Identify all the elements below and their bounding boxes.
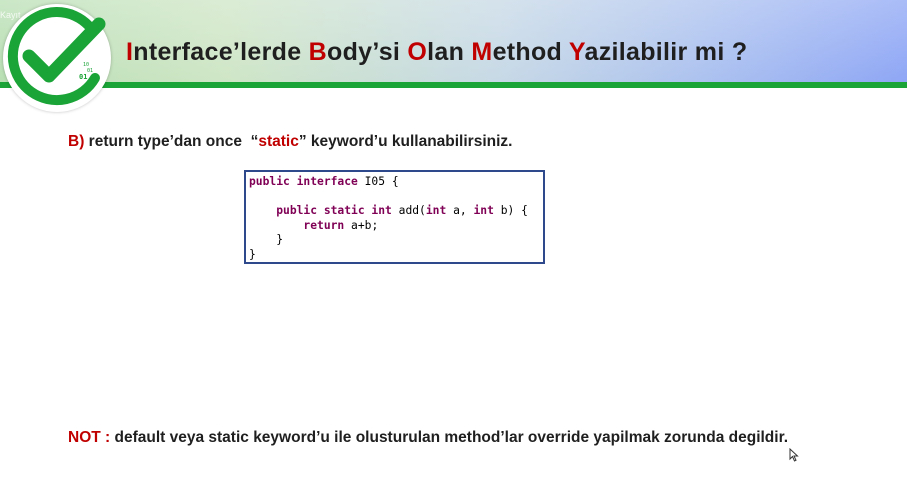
title-part: ody’si: [327, 38, 408, 66]
corner-text: Kayıt: [0, 10, 21, 20]
code-text: I05 {: [357, 175, 399, 188]
code-text: add(: [391, 204, 426, 218]
title-part: azilabilir mi ?: [584, 38, 748, 66]
title-part: nterface’lerde: [133, 38, 309, 66]
logo-main-text: 01: [79, 73, 87, 81]
code-keyword: public static int: [276, 204, 392, 218]
code-text: a,: [446, 204, 474, 218]
logo: 10 01 01: [3, 4, 111, 112]
page-title: Interface’lerde Body’si Olan Method Yazi…: [126, 38, 747, 67]
logo-small-text-2: 01: [87, 68, 93, 74]
code-text: }: [276, 233, 284, 247]
code-keyword: return: [303, 218, 345, 232]
code-text: b) {: [493, 204, 528, 218]
note-body: default veya static keyword’u ile olustu…: [110, 429, 789, 446]
title-part: M: [471, 38, 493, 66]
code-keyword: public interface: [249, 175, 358, 188]
title-part: O: [407, 38, 428, 66]
title-part: ethod: [492, 38, 569, 66]
option-text-pre: return type’dan once “: [84, 133, 259, 150]
code-text: a+b;: [344, 218, 379, 232]
title-part: I: [126, 38, 134, 66]
option-keyword: static: [258, 133, 299, 150]
title-part: Y: [568, 38, 585, 66]
option-label: B): [68, 133, 85, 150]
code-keyword: int: [473, 204, 494, 218]
note-text: NOT : default veya static keyword’u ile …: [68, 429, 788, 447]
option-text-post: ” keyword’u kullanabilirsiniz.: [298, 133, 513, 150]
code-text: }: [249, 247, 256, 261]
note-label: NOT :: [68, 429, 111, 446]
logo-small-text-1: 10: [83, 62, 89, 68]
option-b-text: B) return type’dan once “static” keyword…: [68, 133, 512, 151]
header-divider: [0, 82, 907, 88]
title-part: B: [308, 38, 328, 66]
title-part: lan: [427, 38, 472, 66]
checkmark-logo-icon: 10 01 01: [7, 7, 106, 106]
mouse-cursor-icon: [789, 448, 799, 462]
code-snippet: public interface I05 { public static int…: [244, 170, 545, 264]
header-band: [0, 0, 907, 82]
code-keyword: int: [425, 204, 447, 218]
